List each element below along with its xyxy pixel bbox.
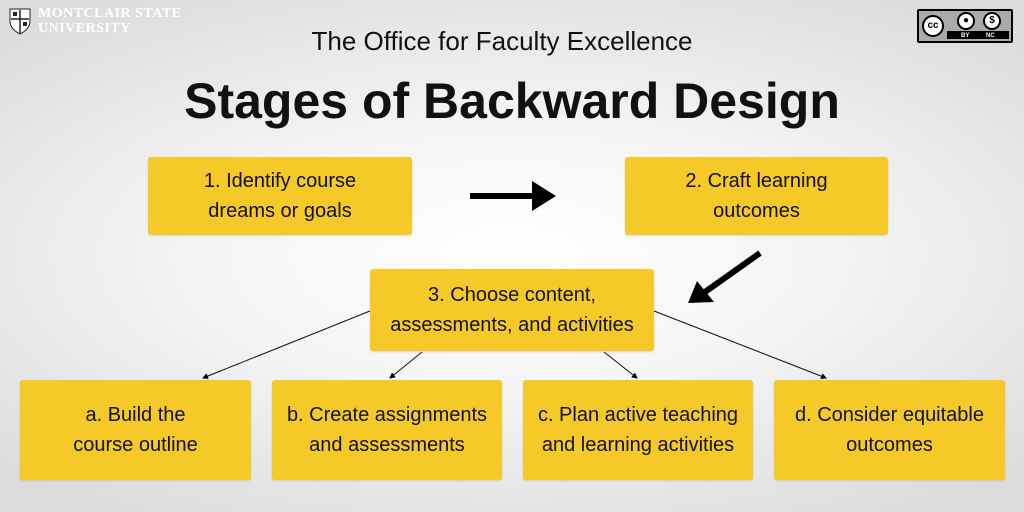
arrow-down-left-icon: [688, 250, 762, 303]
university-logo: MONTCLAIR STATE UNIVERSITY: [8, 6, 182, 36]
substep-a-line-1: a. Build the: [85, 404, 186, 426]
person-icon: ●: [957, 12, 975, 30]
substep-c-line-2: and learning activities: [541, 434, 735, 456]
stage-1-box: 1. Identify course dreams or goals: [148, 157, 412, 235]
logo-line-1: MONTCLAIR STATE: [38, 6, 182, 21]
cc-by-nc-icon: cc ● $ BY NC: [917, 9, 1013, 43]
page-subtitle: The Office for Faculty Excellence: [311, 26, 693, 56]
stage-2-line-2: outcomes: [713, 200, 800, 222]
substep-a-line-2: course outline: [73, 434, 198, 456]
stage-3-line-1: 3. Choose content,: [428, 284, 596, 306]
substep-c-line-1: c. Plan active teaching: [537, 404, 739, 426]
arrow-right-icon: [470, 181, 556, 211]
stage-1-line-2: dreams or goals: [208, 200, 352, 222]
substep-b-line-1: b. Create assignments: [286, 404, 488, 426]
substep-b-line-2: and assessments: [309, 434, 465, 456]
connector-a: [202, 310, 371, 379]
substep-c-box: c. Plan active teaching and learning act…: [523, 380, 753, 480]
stage-3-line-2: assessments, and activities: [390, 314, 634, 336]
non-commercial-icon: $: [983, 12, 1001, 30]
connector-b: [389, 351, 423, 379]
substep-a-box: a. Build the course outline: [20, 380, 251, 480]
stage-2-box: 2. Craft learning outcomes: [625, 157, 888, 235]
substep-b-box: b. Create assignments and assessments: [272, 380, 502, 480]
cc-nc-label: NC: [986, 33, 995, 39]
cc-by-label: BY: [961, 33, 970, 39]
substep-d-line-1: d. Consider equitable: [794, 404, 984, 426]
cc-icon: cc: [922, 15, 944, 37]
substep-d-box: d. Consider equitable outcomes: [774, 380, 1005, 480]
connector-d: [653, 310, 827, 379]
stage-1-line-1: 1. Identify course: [203, 170, 357, 192]
university-crest-icon: [9, 8, 31, 35]
connector-c: [603, 351, 638, 379]
substep-d-line-2: outcomes: [846, 434, 933, 456]
page-title: Stages of Backward Design: [184, 73, 840, 129]
stage-2-line-1: 2. Craft learning: [685, 170, 828, 192]
logo-line-2: UNIVERSITY: [38, 21, 131, 36]
stage-3-box: 3. Choose content, assessments, and acti…: [370, 269, 654, 351]
